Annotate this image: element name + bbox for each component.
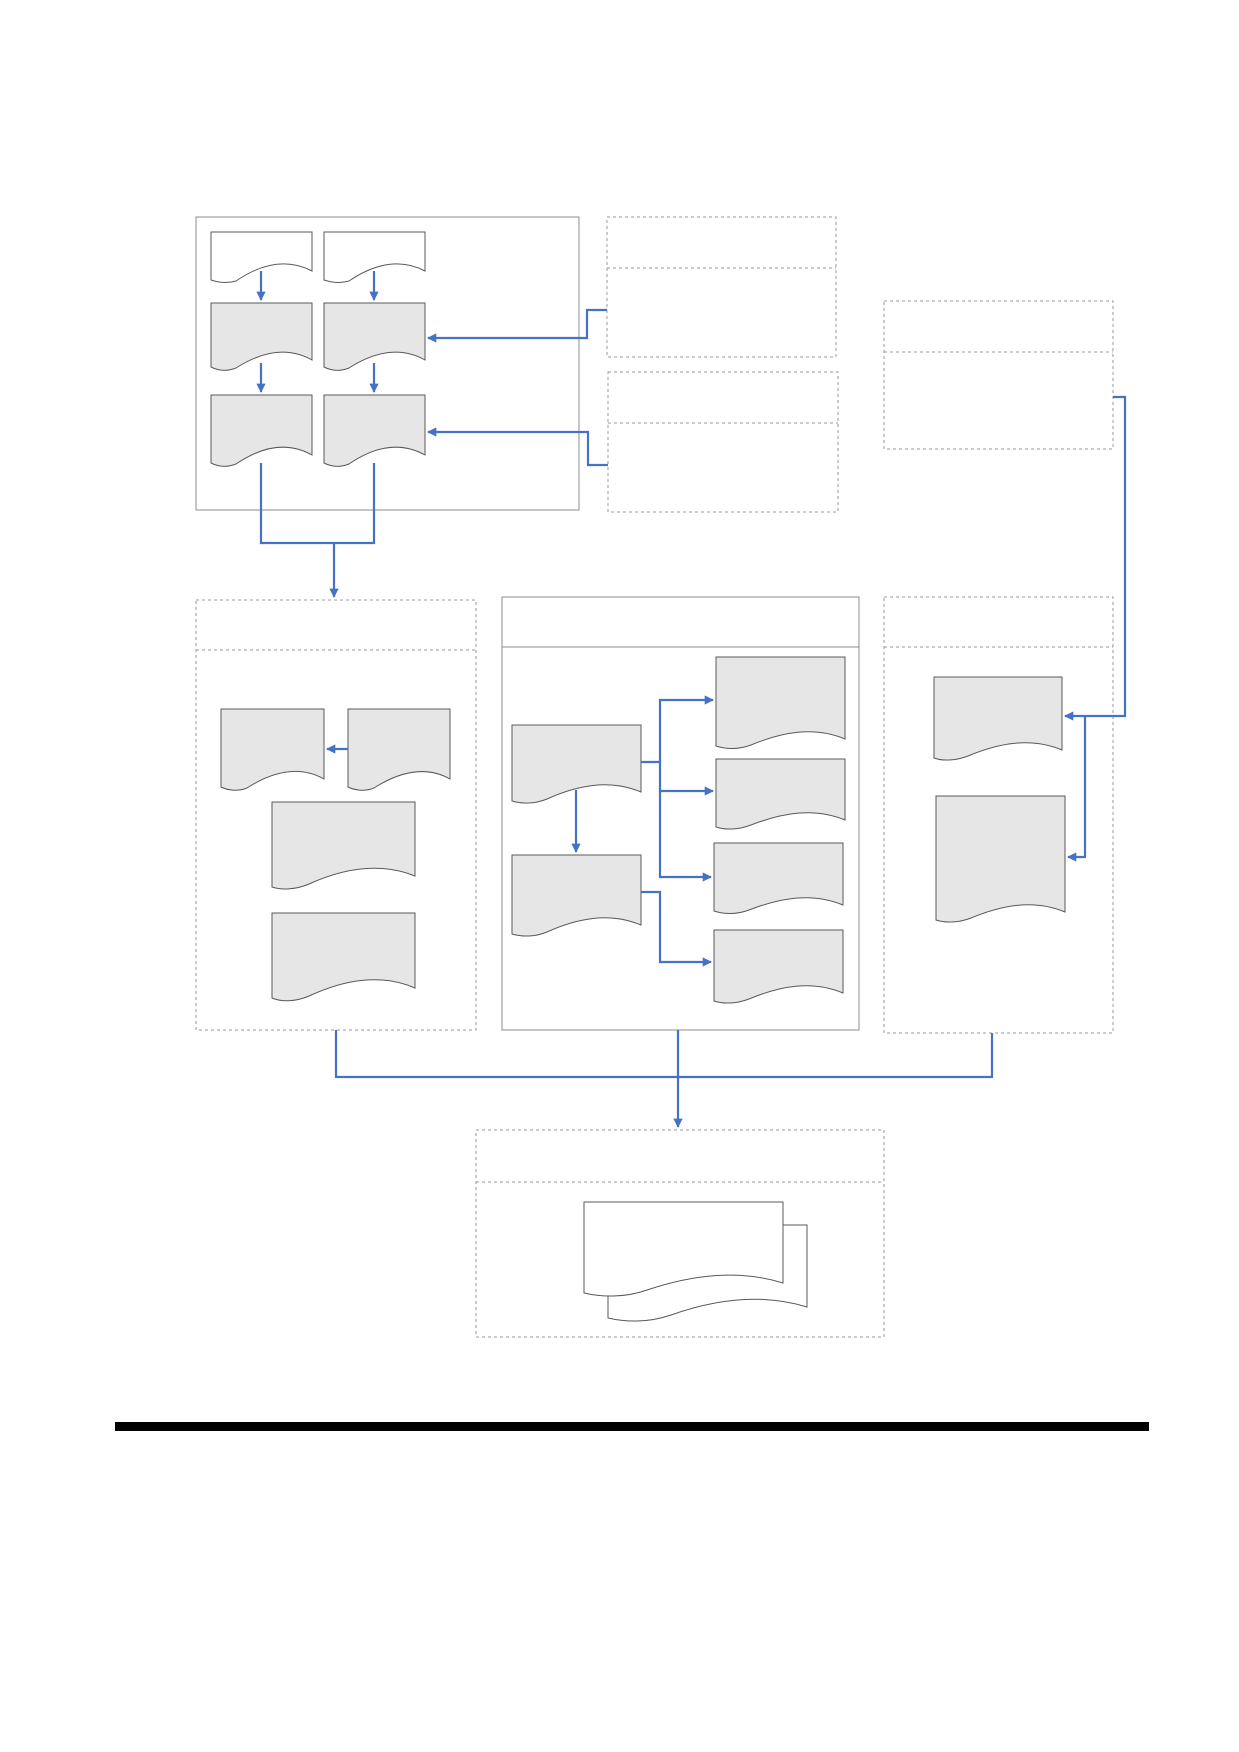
lane-2-document-1[interactable] xyxy=(511,724,642,804)
connector-lane-3-doc-1-to-doc-2 xyxy=(1067,716,1087,862)
reference-panel-1 xyxy=(606,216,837,358)
connector-panel-2-to-stage-two-b xyxy=(427,427,608,467)
lane-2-document-6[interactable] xyxy=(713,929,844,1004)
connectors xyxy=(256,271,1127,1127)
connector-lane-2-doc-1-to-doc-4 xyxy=(658,762,714,796)
connector-inputs-to-lane-1 xyxy=(259,463,376,597)
source-document-a[interactable] xyxy=(210,231,313,284)
lane-1-document-1[interactable] xyxy=(220,708,325,791)
reference-panel-3 xyxy=(883,300,1114,450)
lane-3-document-1[interactable] xyxy=(933,676,1063,761)
stage-one-document-b[interactable] xyxy=(323,302,426,371)
stage-one-document-a[interactable] xyxy=(210,302,313,371)
lane-2-document-4[interactable] xyxy=(715,758,846,830)
stage-two-document-b[interactable] xyxy=(323,394,426,467)
stage-two-document-a[interactable] xyxy=(210,394,313,467)
lane-2-document-2[interactable] xyxy=(511,854,642,937)
lane-2-document-3[interactable] xyxy=(715,656,846,749)
connector-panel-3-to-lane-3-doc-1 xyxy=(1064,395,1127,721)
lane-1-document-2[interactable] xyxy=(347,708,451,791)
reference-panel-2 xyxy=(607,371,839,513)
lane-1-document-4[interactable] xyxy=(271,912,416,1002)
horizontal-rule xyxy=(115,1422,1149,1431)
lane-2-document-5[interactable] xyxy=(713,842,844,914)
input-group-frame xyxy=(195,216,580,511)
lane-3-document-2[interactable] xyxy=(935,795,1066,923)
lane-3-frame xyxy=(883,596,1114,1034)
connector-lane-2-doc-1-to-doc-3 xyxy=(641,695,714,764)
connector-panel-1-to-stage-one-b xyxy=(427,308,607,343)
connector-lanes-to-output xyxy=(334,1030,994,1127)
connector-lane-2-doc-2-to-doc-6 xyxy=(641,890,712,967)
source-document-b[interactable] xyxy=(323,231,426,284)
connector-lane-2-doc-1-to-doc-5 xyxy=(658,791,712,882)
lane-1-document-3[interactable] xyxy=(271,801,416,890)
lane-2-frame xyxy=(501,596,860,1031)
output-multi-document[interactable] xyxy=(583,1201,808,1322)
